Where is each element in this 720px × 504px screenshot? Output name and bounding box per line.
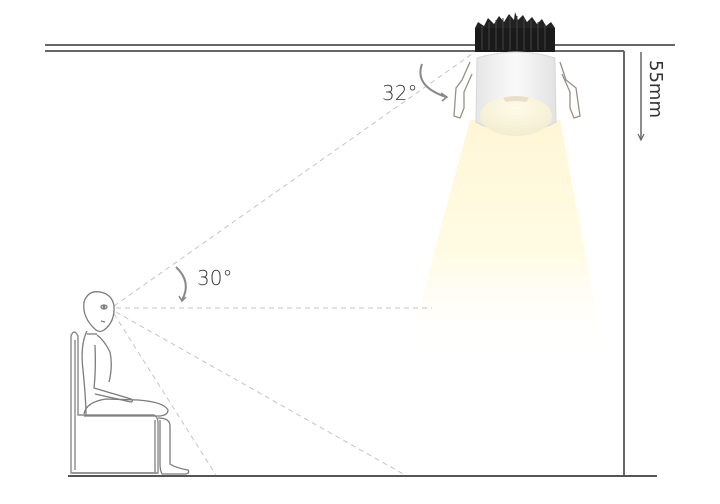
fixture-tilt-label: 32° xyxy=(382,81,417,105)
heatsink xyxy=(475,12,555,52)
sightline-floor-near xyxy=(113,313,217,476)
depth-label: 55mm xyxy=(645,60,666,118)
seated-person xyxy=(81,291,190,475)
viewing-angle-label: 30° xyxy=(197,266,232,290)
spring-clips xyxy=(453,61,581,119)
viewing-angle-arc: 30° xyxy=(175,266,232,303)
depth-dimension: 55mm xyxy=(637,52,666,142)
sightline-floor-far xyxy=(115,311,406,476)
recessed-downlight xyxy=(453,12,581,136)
sightlines xyxy=(113,53,473,476)
ceiling xyxy=(45,44,675,52)
lens xyxy=(480,96,552,136)
chair xyxy=(70,331,159,474)
person-eye xyxy=(100,304,108,310)
fixture-tilt-arc: 32° xyxy=(382,63,449,105)
person-head xyxy=(83,291,115,333)
sightline-to-fixture xyxy=(113,53,473,307)
light-beam xyxy=(405,120,605,360)
